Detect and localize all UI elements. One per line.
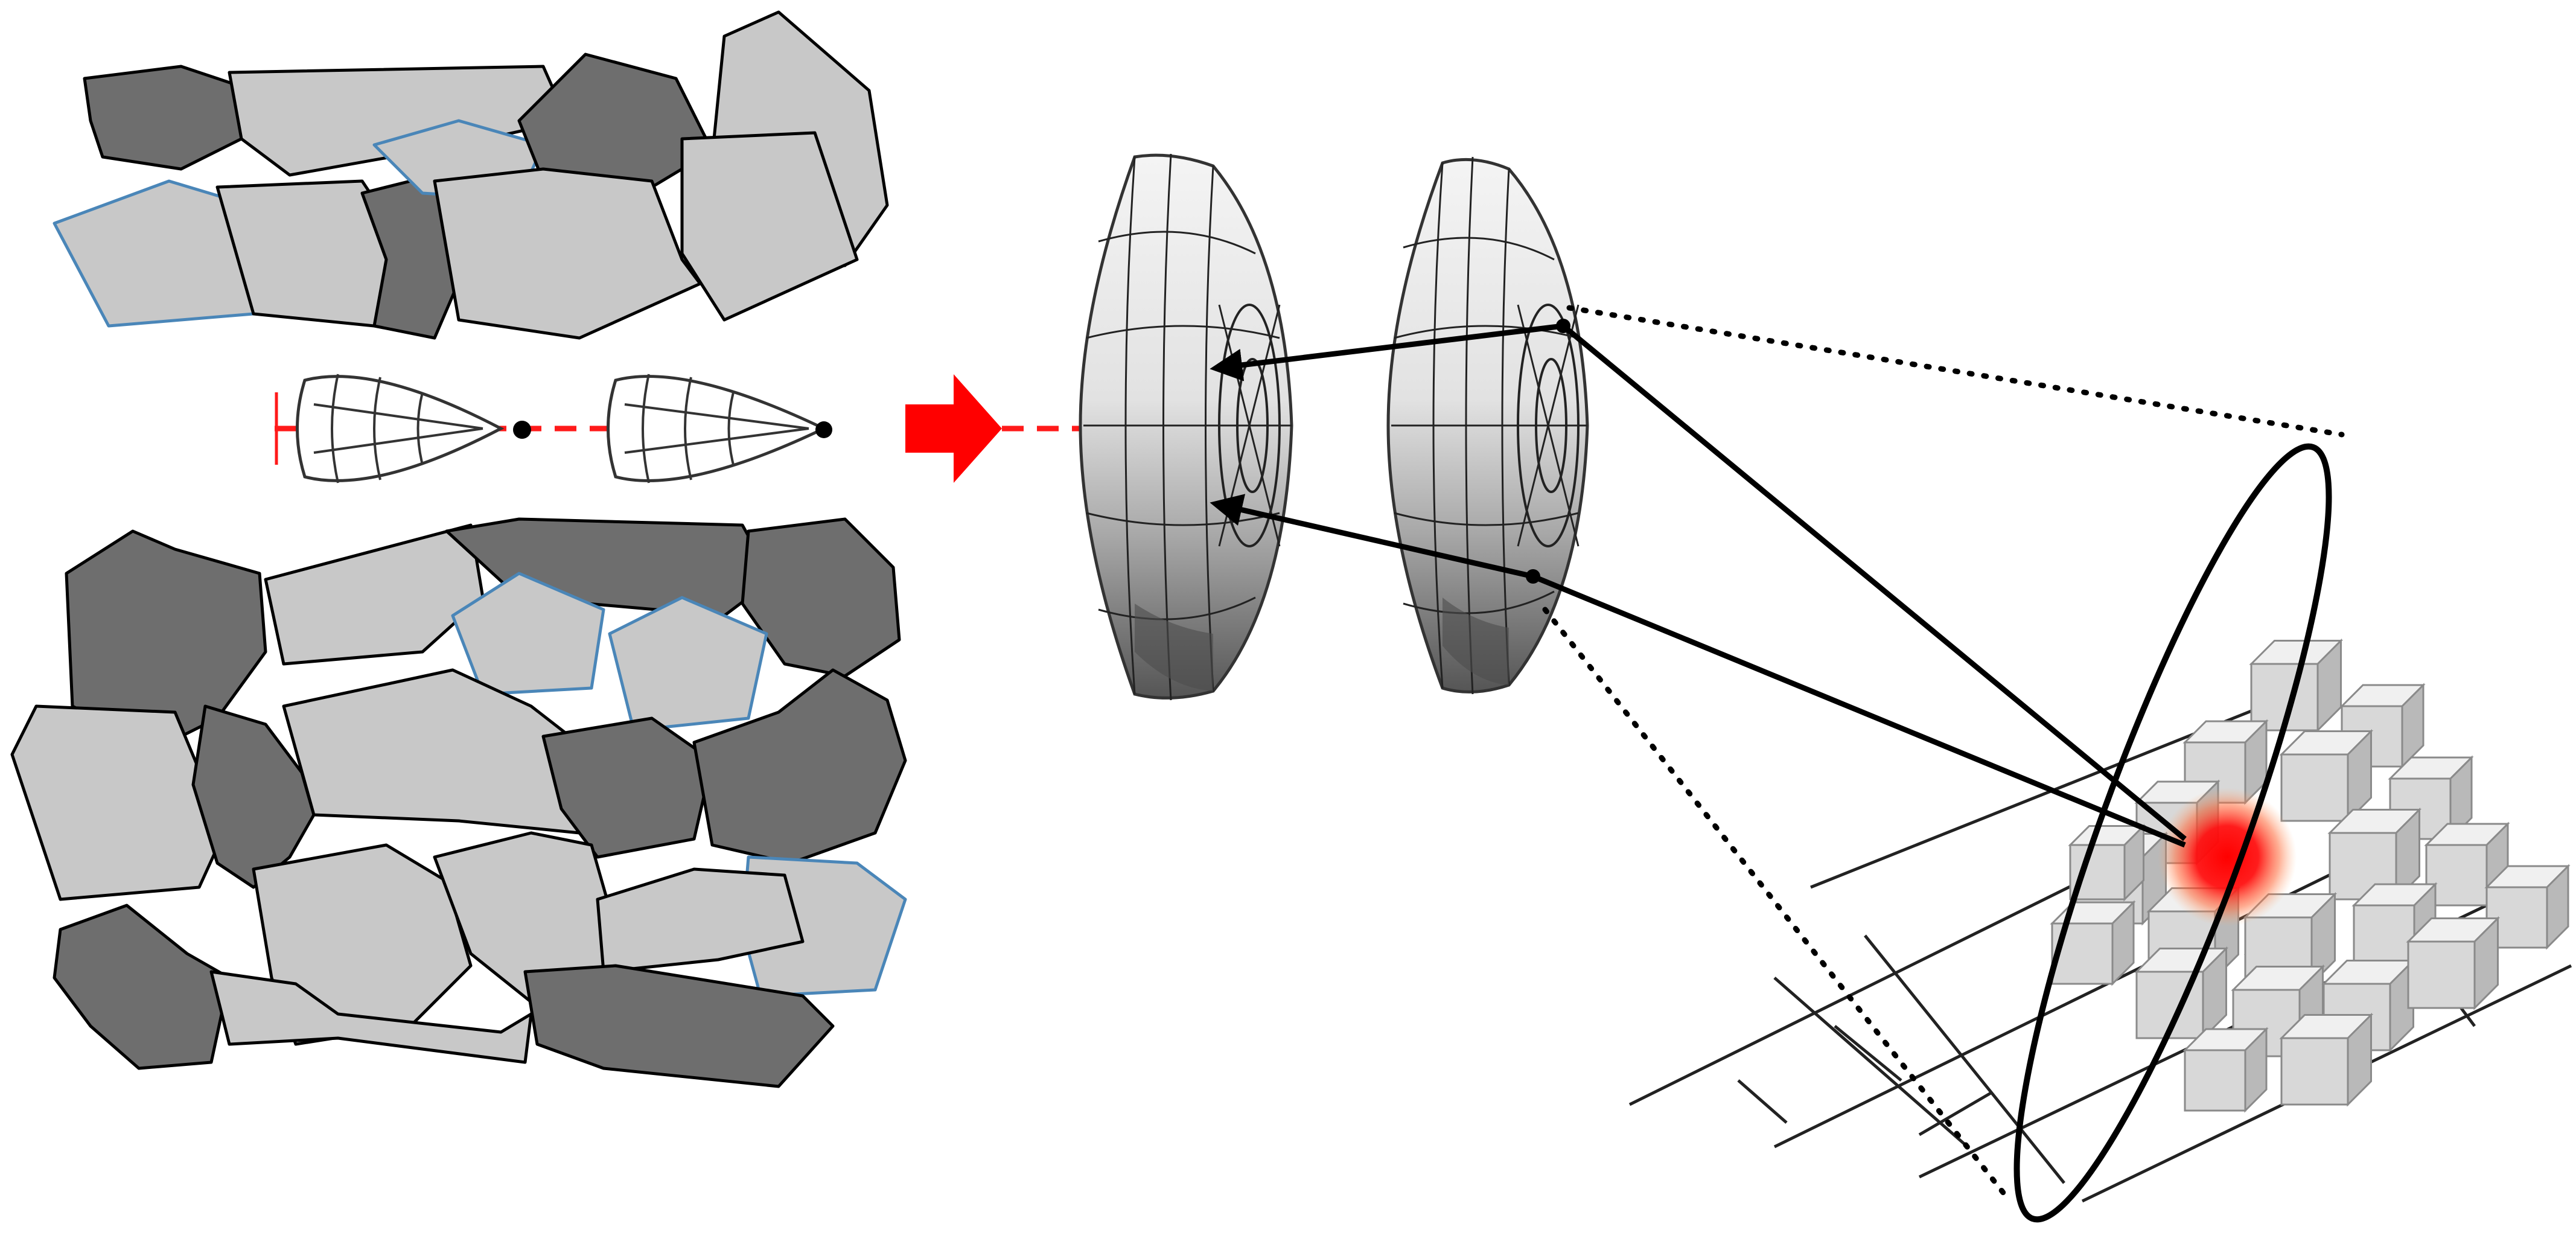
voxel-cube bbox=[2182, 1027, 2269, 1113]
voxel-cube bbox=[2068, 823, 2146, 902]
focal-ellipsoid bbox=[2013, 443, 2332, 1223]
voxel-cube bbox=[2249, 638, 2344, 733]
voxel-cube bbox=[2327, 807, 2422, 902]
grain bbox=[741, 517, 901, 678]
grain bbox=[692, 668, 907, 865]
grain bbox=[541, 716, 714, 859]
grain bbox=[191, 704, 316, 889]
mini-lens-2 bbox=[607, 374, 832, 483]
ray-lens-top-to-left bbox=[1210, 323, 1564, 381]
objective-lens-right bbox=[1386, 156, 1589, 695]
optic-axis-group bbox=[275, 374, 1080, 483]
focus-glow-icon bbox=[2158, 788, 2297, 926]
voxel-cubes bbox=[2050, 638, 2571, 1113]
granular-sample-bottom-layer bbox=[10, 517, 907, 1088]
grain bbox=[282, 668, 587, 835]
ray-lens-bottom-to-left bbox=[1210, 494, 1534, 579]
grain bbox=[10, 704, 231, 901]
grain bbox=[680, 131, 859, 322]
grain bbox=[53, 904, 231, 1070]
cone-edge-bottom bbox=[1542, 607, 2013, 1204]
grain bbox=[608, 596, 768, 732]
voxel-cube bbox=[2279, 1012, 2374, 1107]
red-right-arrow-icon bbox=[905, 374, 1002, 483]
cone-edge-top bbox=[1566, 305, 2345, 438]
light-rays bbox=[1210, 319, 2187, 848]
voxel-cube bbox=[2279, 729, 2374, 823]
mini-lens-1 bbox=[296, 374, 531, 483]
grain bbox=[264, 523, 485, 666]
grain bbox=[83, 65, 255, 171]
objective-lens-left bbox=[1079, 153, 1293, 701]
grain bbox=[433, 167, 702, 340]
ray-focus-to-lens-bottom bbox=[1532, 573, 2186, 848]
granular-sample-top-layer bbox=[53, 10, 889, 340]
voxel-cube bbox=[2484, 864, 2571, 950]
voxel-cube bbox=[2050, 900, 2136, 986]
ray-focus-to-lens-top bbox=[1561, 324, 2187, 841]
grain bbox=[523, 964, 835, 1088]
voxel-cube bbox=[2134, 946, 2229, 1041]
voxel-cube bbox=[2406, 916, 2501, 1010]
